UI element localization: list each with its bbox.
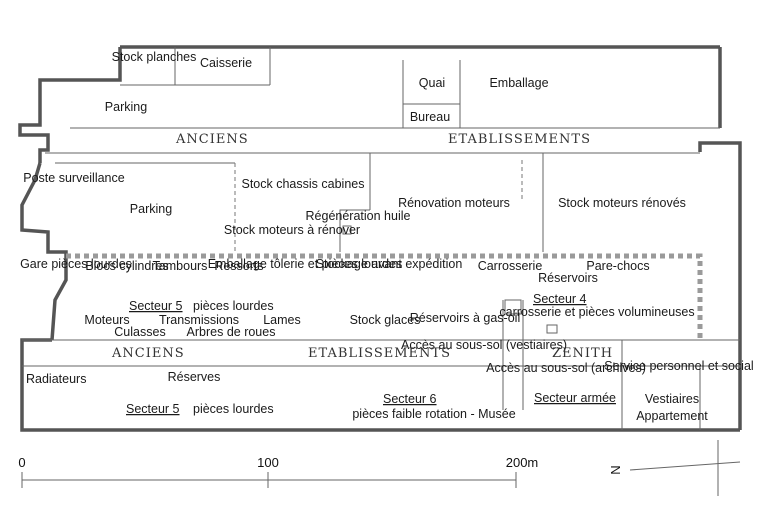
building-walls <box>18 45 742 432</box>
label-stock-moteurs-renover: Stock moteurs à rénover <box>224 223 360 237</box>
label-secteur4: Secteur 4 <box>533 292 587 306</box>
zone-zenith: ZENITH <box>552 346 613 361</box>
label-quai: Quai <box>419 76 445 90</box>
room-labels: Stock planches Caisserie Quai Emballage … <box>20 50 754 423</box>
label-secteur5-top: Secteur 5 <box>129 299 183 313</box>
label-parking-mid: Parking <box>130 202 172 216</box>
label-lames: Lames <box>263 313 301 327</box>
label-service-personnel: Service personnel et social <box>604 359 753 373</box>
warehouse-perimeter <box>66 253 703 340</box>
label-radiateurs: Radiateurs <box>26 372 86 386</box>
zone-labels: ANCIENS ETABLISSEMENTS ANCIENS ETABLISSE… <box>111 132 613 361</box>
label-regeneration-huile: Régénération huile <box>306 209 411 223</box>
label-bureau: Bureau <box>410 110 450 124</box>
zone-anciens-top: ANCIENS <box>175 132 249 147</box>
label-stock-moteurs-renoves: Stock moteurs rénovés <box>558 196 686 210</box>
label-reserves: Réserves <box>168 370 221 384</box>
label-poste-surveillance: Poste surveillance <box>23 171 124 185</box>
label-secteur-armee: Secteur armée <box>534 391 616 405</box>
label-pare-chocs: Pare-chocs <box>586 259 649 273</box>
label-acces-archives: Accès au sous-sol (archives) <box>486 361 646 375</box>
label-blocs-cylindres: Blocs cylindres <box>85 259 168 273</box>
label-parking-top: Parking <box>105 100 147 114</box>
label-stock-planches: Stock planches <box>112 50 197 64</box>
label-emballage-tolerie: Emballage tôlerie et pièces lourdes <box>208 257 403 271</box>
north-arrow: N <box>608 440 741 496</box>
label-secteur5-bottom: Secteur 5 <box>126 402 180 416</box>
label-pieces-lourdes-top: pièces lourdes <box>193 299 274 313</box>
label-caisserie: Caisserie <box>200 56 252 70</box>
label-ressorts: Ressorts <box>214 259 263 273</box>
zone-etablissements-top: ETABLISSEMENTS <box>448 132 591 147</box>
label-acces-vestiaires: Accès au sous-sol (vestiaires) <box>401 338 567 352</box>
label-reservoirs-gasoil: Réservoirs à gas-oil <box>410 311 520 325</box>
label-pieces-musee: pièces faible rotation - Musée <box>352 407 515 421</box>
label-renovation-moteurs: Rénovation moteurs <box>398 196 510 210</box>
label-moteurs: Moteurs <box>84 313 129 327</box>
label-pieces-lourdes-bottom: pièces lourdes <box>193 402 274 416</box>
scale-tick-200: 200m <box>506 455 539 470</box>
label-vestiaires: Vestiaires <box>645 392 699 406</box>
label-stockage-expedition: Stockage avant expédition <box>316 257 463 271</box>
zone-anciens-bottom: ANCIENS <box>111 346 185 361</box>
label-transmissions: Transmissions <box>159 313 239 327</box>
north-label: N <box>608 465 623 474</box>
label-stock-chassis: Stock chassis cabines <box>242 177 365 191</box>
label-secteur6: Secteur 6 <box>383 392 437 406</box>
label-appartement: Appartement <box>636 409 708 423</box>
label-gare-pieces: Gare pièces lourdes <box>20 257 132 271</box>
scale-bar: 0 100 200m <box>18 455 538 488</box>
label-tambours: Tambours <box>153 259 208 273</box>
label-emballage-top: Emballage <box>489 76 548 90</box>
zone-etablissements-bottom: ETABLISSEMENTS <box>308 346 451 361</box>
label-arbres-roues: Arbres de roues <box>187 325 276 339</box>
label-carrosserie: Carrosserie <box>478 259 543 273</box>
svg-text:Stock planches: Stock planches <box>112 50 197 64</box>
label-culasses: Culasses <box>114 325 165 339</box>
label-carrosserie-volumineuses: carrosserie et pièces volumineuses <box>499 305 694 319</box>
label-reservoirs: Réservoirs <box>538 271 598 285</box>
label-stock-glaces: Stock glaces <box>350 313 421 327</box>
scale-tick-100: 100 <box>257 455 279 470</box>
scale-tick-0: 0 <box>18 455 25 470</box>
